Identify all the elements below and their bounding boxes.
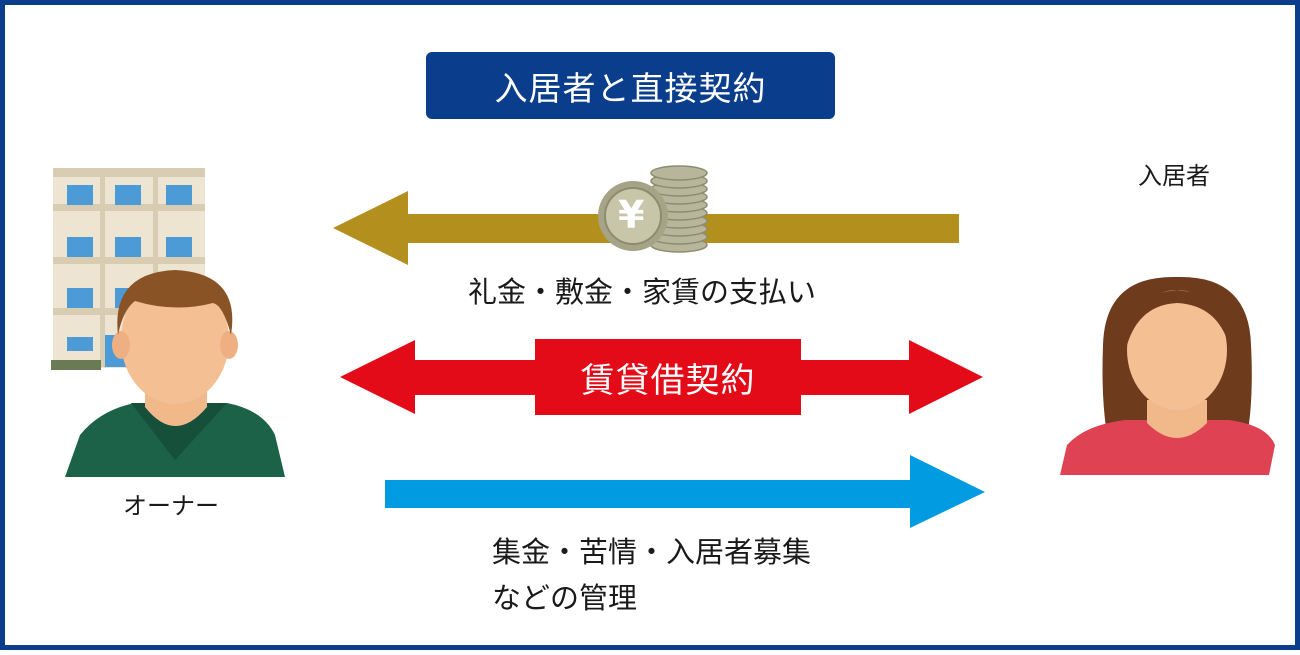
management-label-line2: などの管理 [492,581,638,615]
yen-coin-icon [598,165,708,253]
contract-label: 賃貸借契約 [580,360,756,401]
owner-label: オーナー [123,492,219,520]
payment-label: 礼金・敷金・家賃の支払い [468,275,817,309]
tenant-avatar-icon [1060,276,1275,475]
contract-arrow [340,339,983,415]
yen-symbol: ¥ [618,193,645,237]
management-label-line1: 集金・苦情・入居者募集 [492,535,812,569]
owner-avatar-icon [65,270,285,477]
management-arrow [385,455,985,528]
tenant-label: 入居者 [1138,162,1210,190]
page-title: 入居者と直接契約 [426,52,835,119]
diagram-artwork [51,165,1275,528]
